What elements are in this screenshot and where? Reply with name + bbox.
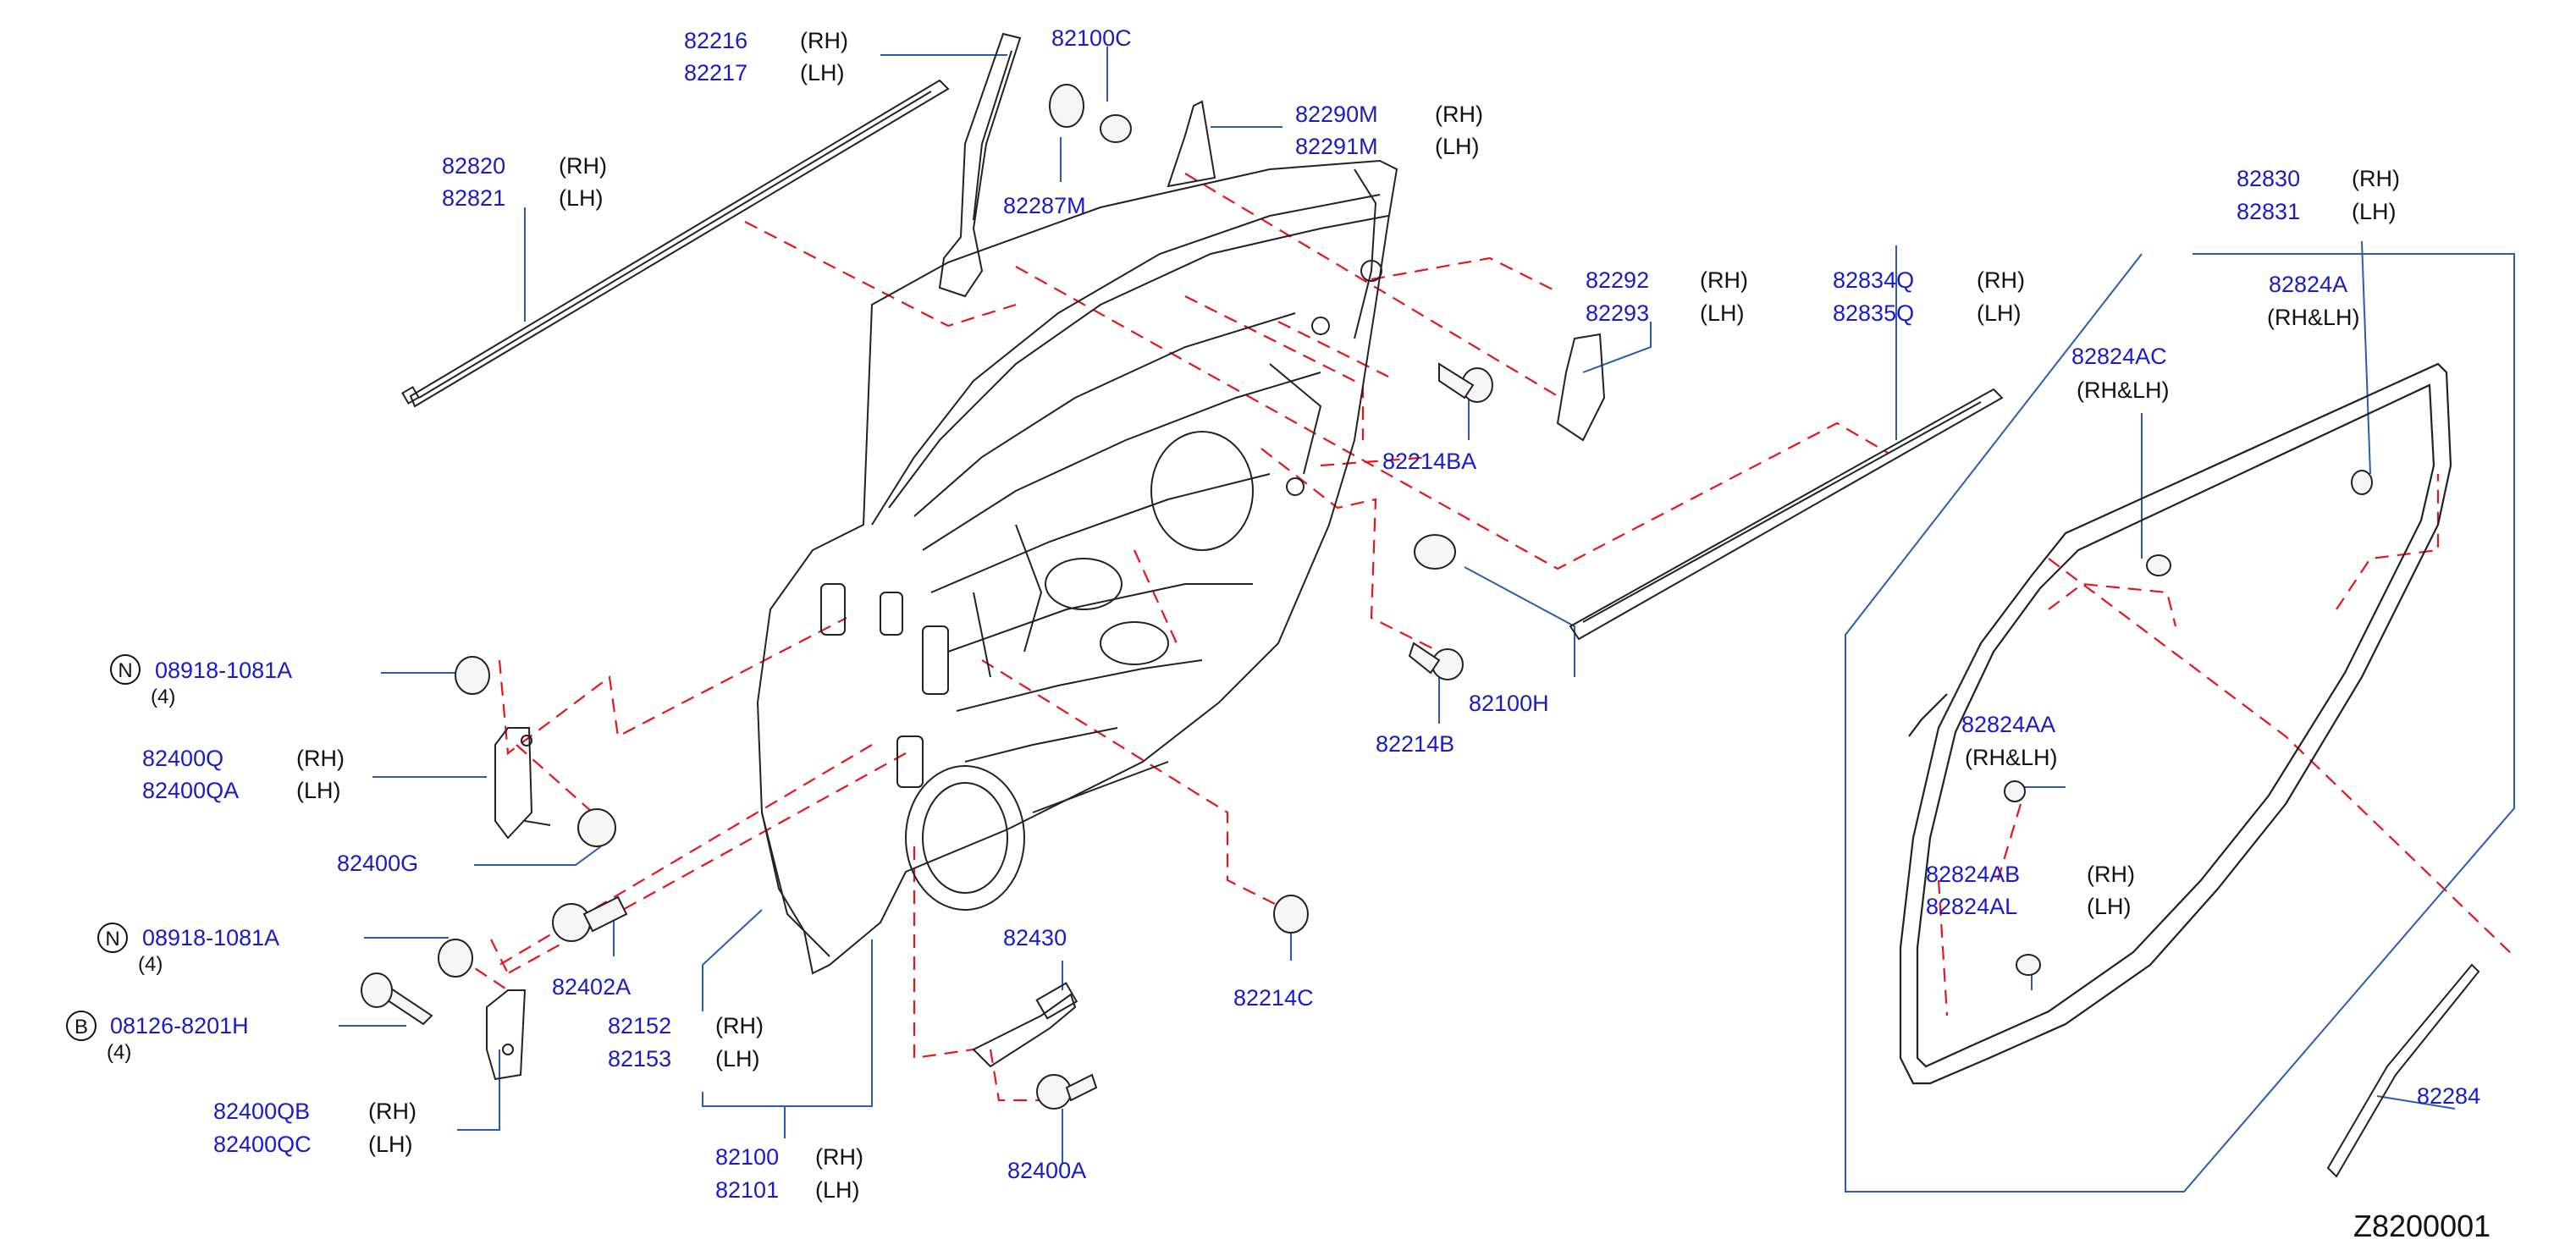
nut-marker: N xyxy=(110,654,141,685)
part-number-82402A[interactable]: 82402A xyxy=(552,974,632,1000)
part-number-82830[interactable]: 82830 xyxy=(2237,166,2301,191)
side-82400QB: (RH) xyxy=(368,1099,416,1124)
part-number-82101[interactable]: 82101 xyxy=(715,1177,780,1203)
assembly-dashed-lines xyxy=(456,173,2515,1102)
side-82217: (LH) xyxy=(800,60,845,85)
part-number-82214C[interactable]: 82214C xyxy=(1233,985,1314,1011)
part-number-82400QA[interactable]: 82400QA xyxy=(142,778,240,803)
part-number-82831[interactable]: 82831 xyxy=(2237,199,2301,224)
part-number-82216[interactable]: 82216 xyxy=(684,28,748,53)
side-82152: (RH) xyxy=(715,1013,764,1038)
bolt-marker: B xyxy=(66,1011,97,1041)
side-82831: (LH) xyxy=(2352,199,2397,224)
side-82834Q: (RH) xyxy=(1977,267,2025,293)
nut-marker: N xyxy=(97,923,128,953)
part-number-82284[interactable]: 82284 xyxy=(2417,1083,2481,1109)
sash-garnish-82216 xyxy=(938,32,1022,298)
part-number-82100H[interactable]: 82100H xyxy=(1469,691,1549,716)
quantity: (4) xyxy=(151,686,176,708)
part-number-82835Q[interactable]: 82835Q xyxy=(1833,300,1915,326)
side-82216: (RH) xyxy=(800,28,848,53)
part-number-82291M[interactable]: 82291M xyxy=(1295,134,1378,159)
part-number-82214B[interactable]: 82214B xyxy=(1376,731,1455,757)
part-number-82153[interactable]: 82153 xyxy=(608,1046,672,1071)
side-82400QC: (LH) xyxy=(368,1132,413,1157)
part-number-82400Q[interactable]: 82400Q xyxy=(142,746,224,771)
part-number-82287M[interactable]: 82287M xyxy=(1003,193,1086,218)
side-82292: (RH) xyxy=(1700,267,1748,293)
part-number-82400QC[interactable]: 82400QC xyxy=(213,1132,312,1157)
side-82100: (RH) xyxy=(815,1144,863,1170)
part-number-82290M[interactable]: 82290M xyxy=(1295,102,1378,127)
side-82824A: (RH&LH) xyxy=(2267,305,2360,330)
part-number-82214BA[interactable]: 82214BA xyxy=(1382,449,1477,474)
part-number-82824AA[interactable]: 82824AA xyxy=(1961,712,2056,737)
fasteners xyxy=(361,84,2373,1110)
side-82821: (LH) xyxy=(559,185,604,211)
part-number-08918-1081A[interactable]: 08918-1081A xyxy=(142,925,280,950)
side-82824AC: (RH&LH) xyxy=(2077,377,2170,403)
part-number-82824A[interactable]: 82824A xyxy=(2269,272,2348,297)
corner-piece-82290M xyxy=(1167,100,1216,188)
part-number-82821[interactable]: 82821 xyxy=(442,185,506,211)
quantity: (4) xyxy=(107,1041,132,1064)
part-number-82152[interactable]: 82152 xyxy=(608,1013,672,1038)
part-number-82293[interactable]: 82293 xyxy=(1586,300,1650,326)
part-number-08918-1081A[interactable]: 08918-1081A xyxy=(155,658,293,683)
part-number-82824AL[interactable]: 82824AL xyxy=(1926,894,2018,919)
part-number-82400A[interactable]: 82400A xyxy=(1007,1158,1087,1183)
side-82293: (LH) xyxy=(1700,300,1745,326)
part-number-08126-8201H[interactable]: 08126-8201H xyxy=(110,1013,249,1038)
part-number-82100[interactable]: 82100 xyxy=(715,1144,780,1170)
side-82400Q: (RH) xyxy=(296,746,345,771)
side-82830: (RH) xyxy=(2352,166,2400,191)
part-number-82824AB[interactable]: 82824AB xyxy=(1926,862,2021,887)
bracket-82292 xyxy=(1556,333,1606,442)
hinges xyxy=(486,727,551,1081)
part-number-82400QB[interactable]: 82400QB xyxy=(213,1099,311,1124)
side-82824AL: (LH) xyxy=(2087,894,2132,919)
trim-strip-82284 xyxy=(2326,963,2480,1178)
side-82400QA: (LH) xyxy=(296,778,341,803)
part-number-82100C[interactable]: 82100C xyxy=(1051,25,1132,51)
side-82824AB: (RH) xyxy=(2087,862,2135,887)
side-82835Q: (LH) xyxy=(1977,300,2022,326)
side-82290M: (RH) xyxy=(1435,102,1483,127)
side-82820: (RH) xyxy=(559,153,607,179)
belt-weatherstrip-82834Q xyxy=(1569,388,2004,641)
part-number-82400G[interactable]: 82400G xyxy=(337,851,419,876)
part-number-82292[interactable]: 82292 xyxy=(1586,267,1650,293)
side-82101: (LH) xyxy=(815,1177,860,1203)
part-number-82834Q[interactable]: 82834Q xyxy=(1833,267,1915,293)
quantity: (4) xyxy=(138,953,163,976)
part-number-82217[interactable]: 82217 xyxy=(684,60,748,85)
window-moulding-82820 xyxy=(401,79,950,408)
door-check-link-82430 xyxy=(972,982,1078,1068)
figure-id: Z8200001 xyxy=(2353,1209,2491,1243)
part-number-82430[interactable]: 82430 xyxy=(1003,925,1067,950)
door-weatherstrip-82830 xyxy=(1899,362,2452,1085)
leader-lines xyxy=(339,47,2515,1193)
rear-door-panel xyxy=(756,159,1398,975)
part-number-82824AC[interactable]: 82824AC xyxy=(2071,344,2167,369)
side-82824AA: (RH&LH) xyxy=(1965,745,2058,770)
side-82153: (LH) xyxy=(715,1046,760,1071)
side-82291M: (LH) xyxy=(1435,134,1480,159)
part-number-82820[interactable]: 82820 xyxy=(442,153,506,179)
